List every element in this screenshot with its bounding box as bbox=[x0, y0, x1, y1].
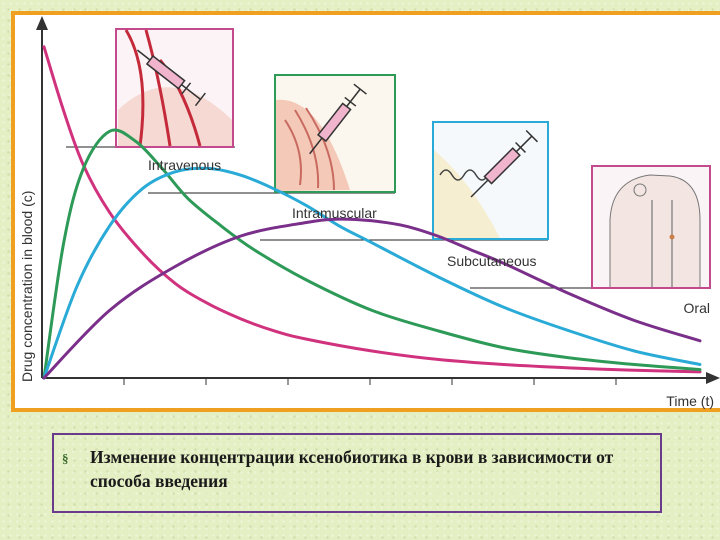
caption-text: Изменение концентрации ксенобиотика в кр… bbox=[90, 447, 614, 491]
series-line-intramuscular bbox=[42, 128, 702, 380]
y-axis-label: Drug concentration in blood (c) bbox=[19, 191, 35, 382]
intravenous-illustration bbox=[115, 28, 234, 148]
series-label-intravenous: Intravenous bbox=[148, 157, 221, 173]
x-axis-ticks bbox=[123, 378, 617, 385]
x-axis-label: Time (t) bbox=[666, 393, 714, 409]
intramuscular-illustration bbox=[274, 74, 396, 193]
caption-box: § Изменение концентрации ксенобиотика в … bbox=[52, 433, 662, 513]
series-label-oral: Oral bbox=[684, 300, 710, 316]
series-label-intramuscular: Intramuscular bbox=[292, 205, 377, 221]
bullet-icon: § bbox=[62, 451, 69, 466]
series-line-intravenous bbox=[42, 45, 702, 374]
subcutaneous-illustration bbox=[432, 121, 549, 240]
series-layer bbox=[42, 45, 702, 380]
axes bbox=[36, 16, 720, 384]
series-line-oral bbox=[42, 217, 702, 380]
oral-illustration bbox=[591, 165, 711, 289]
series-line-subcutaneous bbox=[42, 166, 702, 380]
series-label-subcutaneous: Subcutaneous bbox=[447, 253, 537, 269]
